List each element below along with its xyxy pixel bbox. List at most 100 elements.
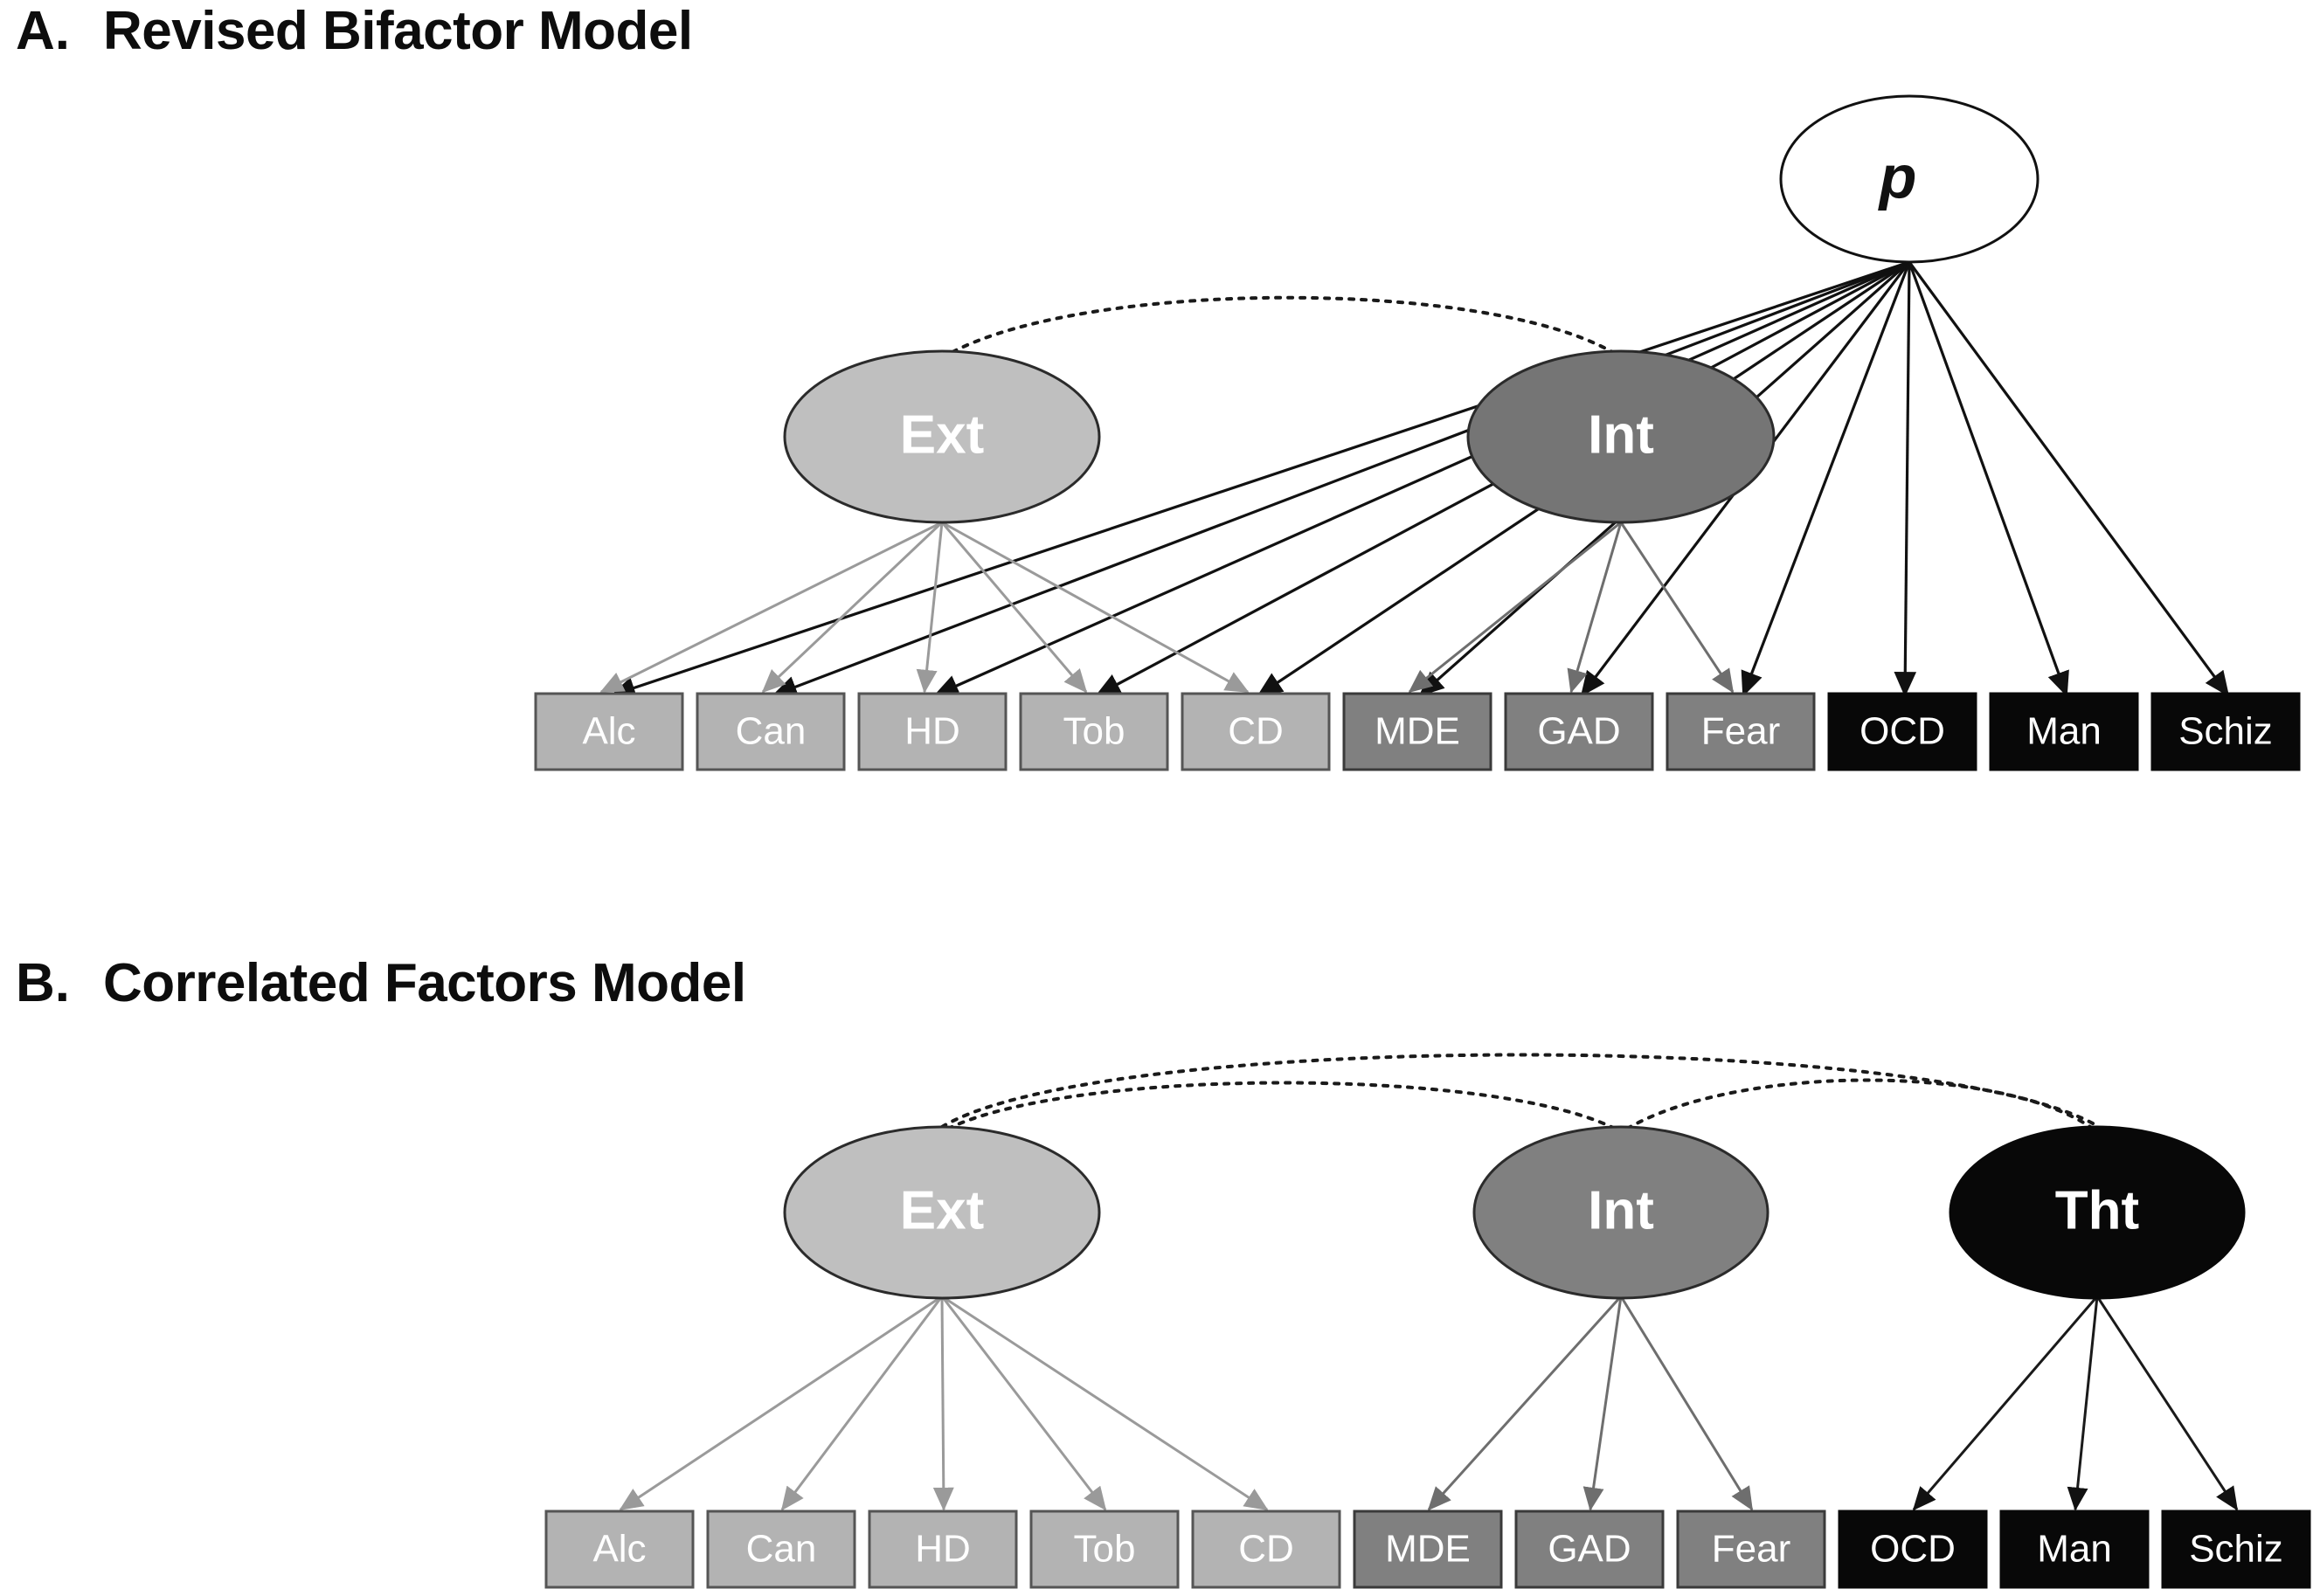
path-tht-schiz [2095, 1295, 2239, 1511]
oval-p-label: p [1878, 142, 1917, 211]
path-p-alc [610, 260, 1910, 699]
panel-a-letter: A. [16, 1, 70, 61]
indicator-box: Schiz [2150, 692, 2301, 771]
path-int-fear [1619, 522, 1735, 694]
path-ext-cd [941, 1295, 1269, 1511]
panel-b-tht-paths [1912, 1295, 2239, 1511]
indicator-label: Can [736, 710, 807, 753]
panel-a-group: p Ext Int Alc Can HD Tob [534, 94, 2301, 771]
indicator-box: Fear [1676, 1510, 1826, 1589]
indicator-box: Tob [1019, 692, 1169, 771]
oval-b-tht: Tht [1949, 1125, 2246, 1300]
indicator-label: HD [904, 710, 960, 753]
indicator-label: MDE [1385, 1528, 1471, 1571]
indicator-box: Schiz [2161, 1510, 2311, 1589]
indicator-label: OCD [1870, 1528, 1956, 1571]
oval-b-ext-label: Ext [900, 1180, 984, 1240]
path-ext-tob [940, 1295, 1107, 1511]
oval-p: p [1779, 94, 2040, 264]
indicator-label: MDE [1375, 710, 1460, 753]
path-ext-can [761, 521, 944, 694]
oval-b-int-label: Int [1588, 1180, 1654, 1240]
path-p-can [772, 260, 1910, 698]
panel-a-title: Revised Bifactor Model [103, 1, 693, 61]
path-p-hd [933, 260, 1910, 697]
indicator-box: Man [1989, 692, 2139, 771]
panel-b-ext-paths [619, 1295, 1269, 1511]
corr-b-int-tht [1625, 1078, 2095, 1130]
indicator-box: CD [1181, 692, 1331, 771]
path-tht-man [2067, 1295, 2099, 1511]
path-p-fear [1741, 261, 1911, 697]
indicator-box: GAD [1504, 692, 1654, 771]
panel-b-int-paths [1427, 1295, 1754, 1511]
indicator-box: CD [1191, 1510, 1341, 1589]
path-ext-cd [941, 521, 1250, 694]
indicator-box: OCD [1838, 1510, 1988, 1589]
path-int-gad [1582, 1295, 1623, 1511]
path-p-schiz [1908, 261, 2230, 697]
indicator-box: Alc [544, 1510, 695, 1589]
oval-b-tht-label: Tht [2055, 1180, 2139, 1240]
oval-a-ext: Ext [783, 349, 1101, 524]
indicator-label: HD [915, 1528, 971, 1571]
panel-b-group: Ext Int Tht Alc Can HD Tob [544, 1053, 2311, 1589]
indicator-box: MDE [1342, 692, 1492, 771]
indicator-label: Fear [1712, 1528, 1790, 1571]
corr-b-ext-int [946, 1081, 1617, 1130]
indicator-label: CD [1228, 710, 1284, 753]
corr-b-ext-tht [940, 1053, 2101, 1129]
indicator-box: Tob [1029, 1510, 1180, 1589]
indicator-box: Can [696, 692, 846, 771]
indicator-label: Alc [582, 710, 635, 753]
path-int-fear [1619, 1295, 1754, 1511]
indicator-label: CD [1238, 1528, 1294, 1571]
indicator-box: OCD [1827, 692, 1977, 771]
path-ext-alc [599, 521, 943, 694]
indicator-box: MDE [1353, 1510, 1503, 1589]
indicator-box: HD [857, 692, 1008, 771]
indicator-box: Can [706, 1510, 856, 1589]
panel-a-indicators: Alc Can HD Tob CD MDE GAD Fear OCD [534, 692, 2301, 771]
panel-b-letter: B. [16, 953, 70, 1013]
path-int-gad [1567, 522, 1623, 694]
indicator-label: Man [2037, 1528, 2112, 1571]
indicator-box: HD [868, 1510, 1018, 1589]
path-ext-hd [916, 522, 944, 694]
path-tht-ocd [1912, 1295, 2099, 1511]
indicator-label: Can [746, 1528, 817, 1571]
path-p-ocd [1894, 261, 1917, 697]
indicator-box: GAD [1514, 1510, 1665, 1589]
corr-a-ext-int [951, 295, 1614, 354]
path-ext-hd [932, 1295, 954, 1511]
oval-a-ext-label: Ext [900, 404, 984, 465]
path-int-mde [1427, 1295, 1623, 1511]
indicator-label: OCD [1859, 710, 1945, 753]
panel-a-ext-paths [599, 521, 1250, 694]
path-ext-tob [940, 522, 1088, 694]
indicator-label: GAD [1537, 710, 1620, 753]
indicator-label: GAD [1548, 1528, 1631, 1571]
indicator-label: Tob [1074, 1528, 1136, 1571]
path-ext-can [780, 1295, 944, 1511]
indicator-label: Man [2026, 710, 2102, 753]
indicator-box: Fear [1666, 692, 1816, 771]
indicator-label: Schiz [2178, 710, 2273, 753]
indicator-box: Man [1999, 1510, 2150, 1589]
path-int-mde [1408, 521, 1622, 694]
panel-b-title: Correlated Factors Model [103, 953, 746, 1013]
oval-a-int-label: Int [1588, 404, 1654, 465]
oval-a-int: Int [1466, 349, 1776, 524]
panel-b-indicators: Alc Can HD Tob CD MDE GAD Fear OCD [544, 1510, 2311, 1589]
path-ext-alc [619, 1295, 943, 1511]
indicator-label: Schiz [2189, 1528, 2283, 1571]
indicator-label: Fear [1701, 710, 1780, 753]
oval-b-int: Int [1472, 1125, 1769, 1300]
oval-b-ext: Ext [783, 1125, 1101, 1300]
indicator-label: Tob [1063, 710, 1125, 753]
indicator-box: Alc [534, 692, 684, 771]
panel-a-int-paths [1408, 521, 1735, 694]
indicator-label: Alc [592, 1528, 646, 1571]
